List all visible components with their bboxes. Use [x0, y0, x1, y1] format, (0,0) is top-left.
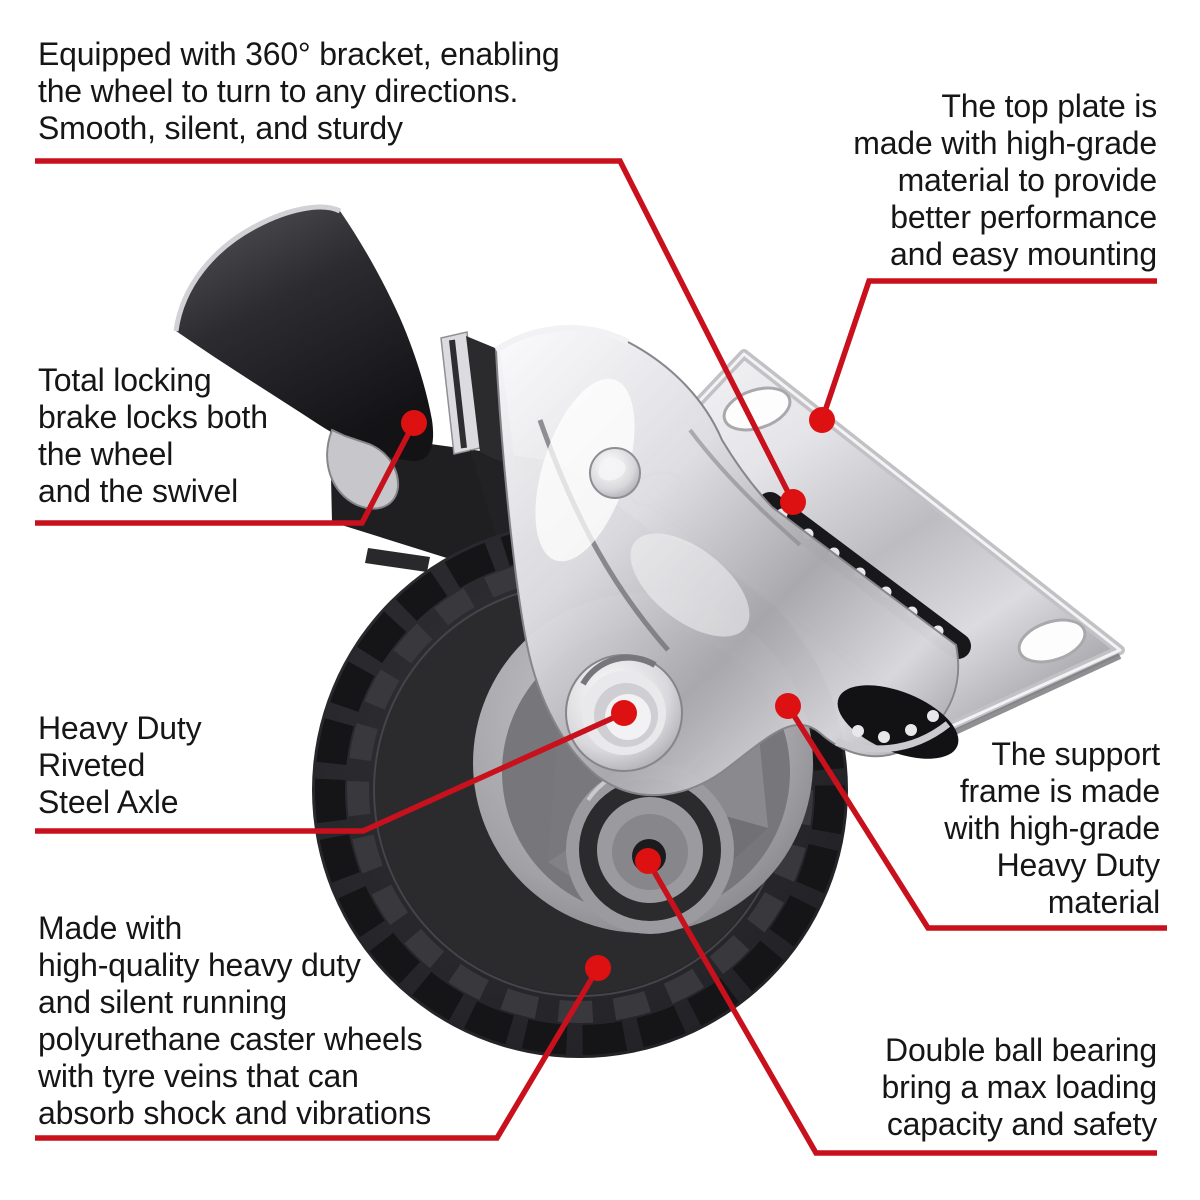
swivel-race-lower-rim — [834, 721, 951, 753]
annotation-top-plate: The top plate is made with high-grade ma… — [853, 88, 1157, 272]
callout-line-top-plate — [819, 278, 1157, 421]
brake-link-slot — [449, 339, 467, 449]
annotation-steel-axle: Heavy Duty Riveted Steel Axle — [38, 710, 202, 820]
fork-crown-bevel — [494, 325, 630, 353]
brake-pin — [365, 548, 430, 572]
callout-dot-support-frame — [775, 693, 801, 719]
callouts — [35, 158, 1167, 1156]
annotation-360-bracket: Equipped with 360° bracket, enabling the… — [38, 36, 560, 146]
fork-crease-right — [688, 428, 802, 547]
annotation-polyurethane-wheel: Made with high-quality heavy duty and si… — [38, 910, 432, 1131]
swivel-race-lower-balls — [852, 710, 939, 743]
callout-dot-bracket — [780, 489, 806, 515]
annotation-locking-brake: Total locking brake locks both the wheel… — [38, 362, 268, 509]
callout-line-wheel — [35, 966, 601, 1141]
brake-lever-edge-highlight — [173, 204, 342, 332]
callout-dot-wheel — [585, 955, 611, 981]
callout-dot-ball-bearing — [635, 848, 661, 874]
brake-lever — [176, 207, 434, 462]
callout-line-axle — [35, 710, 626, 834]
kingpin-rivet-highlight — [598, 459, 626, 481]
top-plate-edge-shadow — [942, 653, 1122, 740]
callout-line-bracket — [35, 158, 796, 504]
callout-line-support-frame — [785, 704, 1167, 931]
callout-dot-axle — [611, 700, 637, 726]
caster-photo — [173, 204, 1125, 1058]
mounting-hole-right — [1017, 618, 1087, 664]
callout-dot-top-plate — [809, 407, 835, 433]
callout-line-brake — [35, 421, 417, 526]
fork-highlight-2 — [630, 533, 750, 637]
annotation-support-frame: The support frame is made with high-grad… — [944, 736, 1160, 920]
fork-highlight — [535, 378, 635, 562]
callout-line-ball-bearing — [645, 859, 1157, 1156]
callout-dot-brake — [401, 410, 427, 436]
annotation-double-ball-bearing: Double ball bearing bring a max loading … — [881, 1032, 1158, 1142]
